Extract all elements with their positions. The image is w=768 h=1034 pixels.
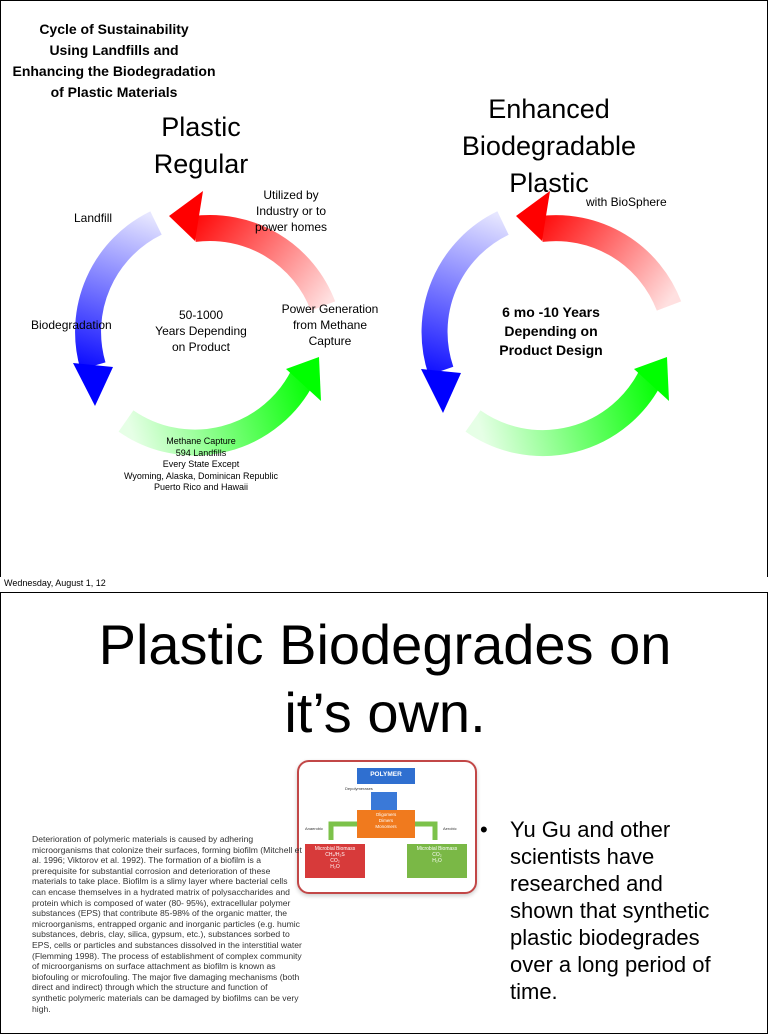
box-line: Microbial Biomass: [314, 846, 356, 852]
bullet-dot-icon: •: [480, 817, 488, 842]
note-line: Puerto Rico and Hawaii: [153, 482, 249, 492]
slide-1: Cycle of Sustainability Using Landfills …: [0, 0, 768, 578]
box-line: H₂O: [432, 858, 442, 864]
blue-arrowhead: [73, 363, 113, 406]
cycle-title: Cycle of Sustainability Using Landfills …: [1, 19, 227, 103]
aerobic-label: Aerobic: [443, 826, 457, 831]
note-line: 594 Landfills: [175, 447, 227, 458]
box-line: Dimers: [378, 818, 394, 823]
note-line: Product Design: [499, 342, 603, 358]
box-line: Monomers: [375, 824, 397, 829]
left-cycle-arrows: [73, 191, 336, 456]
green-arrowhead: [634, 357, 669, 401]
box-line: H₂O: [330, 864, 340, 870]
anaerobic-biomass-box: Microbial Biomass CH₄/H₂S CO₂ H₂O: [305, 844, 365, 878]
methane-capture-note: Methane Capture 594 Landfills Every Stat…: [101, 436, 301, 494]
red-arrowhead: [516, 191, 550, 241]
title-line: Plastic Biodegrades on: [98, 613, 672, 676]
red-arrow: [192, 214, 336, 311]
green-arrow: [465, 369, 663, 457]
box-line: Oligomers: [375, 812, 397, 817]
bullet-item: • Yu Gu and other scientists have resear…: [480, 816, 720, 1005]
note-line: 6 mo -10 Years: [502, 304, 600, 320]
right-cycle-arrows: [421, 191, 682, 457]
title-line: Enhancing the Biodegradation: [12, 63, 216, 79]
heading-line: Enhanced: [488, 94, 610, 124]
bullet-list: • Yu Gu and other scientists have resear…: [480, 816, 720, 1005]
cycle-diagrams: [73, 191, 682, 457]
slide-date-footer: Wednesday, August 1, 12: [0, 577, 768, 592]
box-line: CO₂: [330, 858, 340, 864]
label-line: Capture: [308, 334, 352, 348]
landfill-label: Landfill: [74, 211, 113, 225]
bullet-text: Yu Gu and other scientists have research…: [510, 817, 711, 1004]
red-arrow: [539, 215, 682, 311]
utilized-label: Utilized by Industry or to power homes: [239, 187, 343, 235]
title-line: it’s own.: [284, 681, 486, 744]
blue-arrow: [421, 211, 509, 376]
figure-arrows: [328, 792, 438, 840]
green-arrowhead: [286, 357, 321, 401]
polymer-box: POLYMER: [357, 768, 415, 784]
heading-line: Plastic: [161, 112, 241, 142]
note-line: 50-1000: [178, 308, 224, 322]
label-line: Power Generation: [281, 302, 379, 316]
note-line: on Product: [171, 340, 231, 354]
box-line: Microbial Biomass: [416, 846, 458, 852]
title-line: Cycle of Sustainability: [39, 21, 189, 37]
red-arrowhead: [169, 191, 203, 241]
biodegradation-label: Biodegradation: [31, 318, 112, 332]
heading-line: Regular: [153, 149, 249, 179]
label-line: Utilized by: [263, 188, 319, 202]
biosphere-label: with BioSphere: [586, 195, 667, 209]
box-line: CO₂: [432, 852, 442, 858]
label-line: from Methane: [292, 318, 368, 332]
heading-line: Biodegradable: [461, 131, 637, 161]
blue-arrow: [75, 211, 162, 370]
note-line: Wyoming, Alaska, Dominican Republic: [124, 470, 278, 481]
abstract-text: Deterioration of polymeric materials is …: [32, 834, 302, 1014]
oligomers-box: Oligomers Dimers Monomers: [357, 810, 415, 838]
heading-line: Plastic: [509, 168, 589, 198]
slide-2-title: Plastic Biodegrades on it’s own.: [1, 611, 767, 747]
enhanced-plastic-heading: Enhanced Biodegradable Plastic: [449, 91, 649, 202]
aerobic-biomass-box: Microbial Biomass CO₂ H₂O: [407, 844, 467, 878]
biodegradation-figure: POLYMER Depolymerases Oligomers Dimers M…: [297, 760, 477, 894]
label-line: power homes: [254, 220, 328, 234]
note-line: Years Depending: [155, 324, 247, 338]
depolymerases-label: Depolymerases: [345, 786, 373, 791]
anaerobic-label: Anaerobic: [305, 826, 324, 831]
plastic-regular-heading: Plastic Regular: [131, 109, 271, 183]
label-line: Industry or to: [255, 204, 327, 218]
right-duration-note: 6 mo -10 Years Depending on Product Desi…: [481, 303, 621, 360]
blue-arrowhead: [421, 369, 461, 413]
note-line: Methane Capture: [166, 436, 236, 446]
left-duration-note: 50-1000 Years Depending on Product: [149, 307, 253, 355]
green-arrow: [118, 369, 315, 456]
title-line: of Plastic Materials: [50, 84, 178, 100]
title-line: Using Landfills and: [49, 42, 179, 58]
power-generation-label: Power Generation from Methane Capture: [271, 301, 389, 349]
note-line: Every State Except: [162, 459, 240, 469]
slide-2: Plastic Biodegrades on it’s own.: [0, 592, 768, 1034]
note-line: Depending on: [504, 323, 598, 339]
box-line: CH₄/H₂S: [325, 852, 345, 858]
